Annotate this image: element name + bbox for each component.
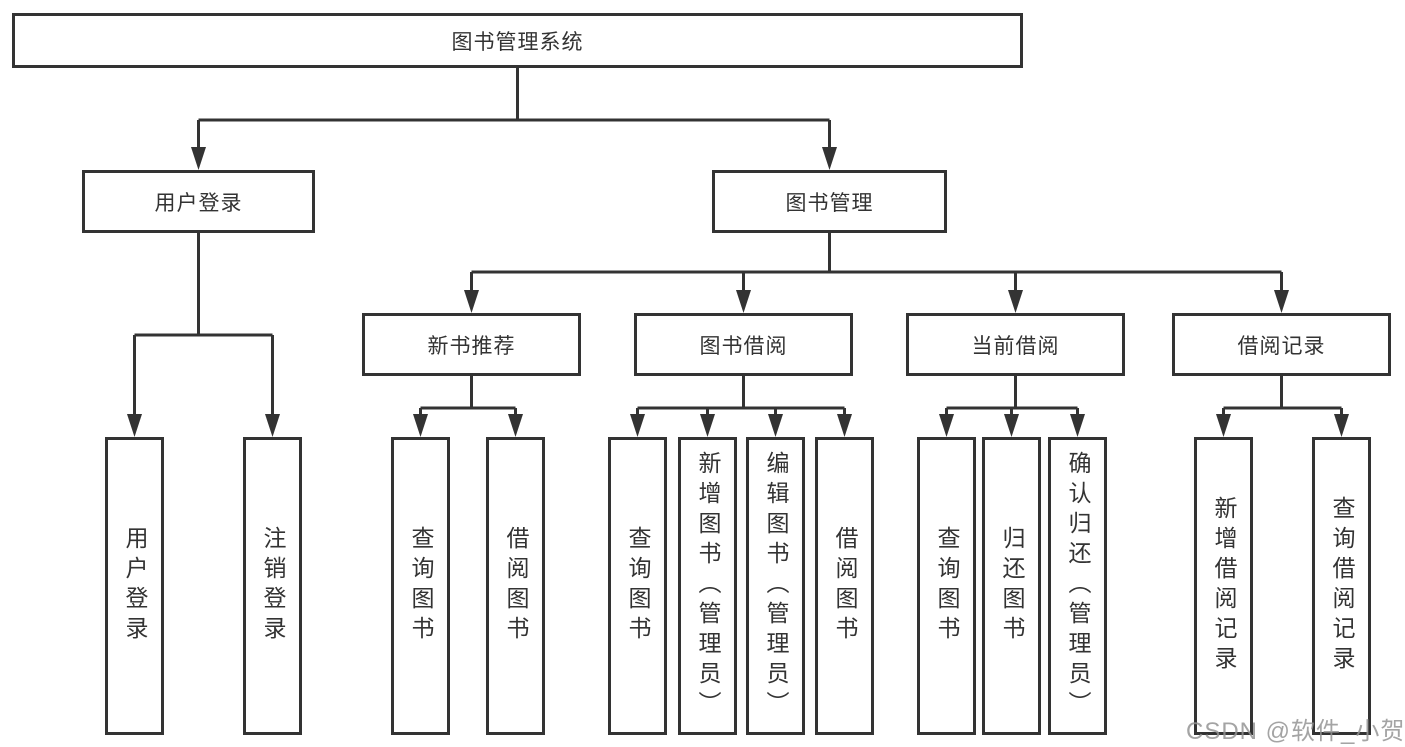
leaf-query-books-3: 查询图书 — [917, 437, 976, 735]
leaf-add-book-admin: 新增图书（管理员） — [678, 437, 737, 735]
node-label: 编辑图书（管理员） — [763, 451, 789, 721]
node-label: 查询借阅记录 — [1329, 496, 1355, 676]
node-label: 确认归还（管理员） — [1065, 451, 1091, 721]
node-label: 查询图书 — [408, 526, 434, 646]
node-book-management-branch: 图书管理 — [712, 170, 947, 233]
leaf-query-books-2: 查询图书 — [608, 437, 667, 735]
node-current-borrowing: 当前借阅 — [906, 313, 1125, 376]
leaf-edit-book-admin: 编辑图书（管理员） — [746, 437, 805, 735]
node-label: 图书管理 — [785, 191, 874, 215]
node-library-management-system: 图书管理系统 — [12, 13, 1023, 68]
leaf-borrow-books-1: 借阅图书 — [486, 437, 545, 735]
leaf-add-borrow-record: 新增借阅记录 — [1194, 437, 1253, 735]
node-new-book-recommend: 新书推荐 — [362, 313, 581, 376]
node-label: 注销登录 — [260, 526, 286, 646]
node-label: 用户登录 — [122, 526, 148, 646]
node-label: 用户登录 — [154, 191, 243, 215]
node-user-login-branch: 用户登录 — [82, 170, 315, 233]
leaf-return-books: 归还图书 — [982, 437, 1041, 735]
node-label: 借阅图书 — [503, 526, 529, 646]
node-label: 查询图书 — [625, 526, 651, 646]
node-book-borrowing: 图书借阅 — [634, 313, 853, 376]
leaf-logout: 注销登录 — [243, 437, 302, 735]
node-label: 新增借阅记录 — [1211, 496, 1237, 676]
node-label: 图书管理系统 — [451, 30, 584, 54]
csdn-watermark: CSDN @软件_小贺同学 — [1186, 718, 1405, 745]
node-label: 借阅记录 — [1237, 334, 1326, 358]
node-label: 当前借阅 — [971, 334, 1060, 358]
leaf-confirm-return-admin: 确认归还（管理员） — [1048, 437, 1107, 735]
node-label: 新增图书（管理员） — [695, 451, 721, 721]
node-label: 新书推荐 — [427, 334, 516, 358]
leaf-query-borrow-record: 查询借阅记录 — [1312, 437, 1371, 735]
node-label: 归还图书 — [999, 526, 1025, 646]
leaf-query-books-1: 查询图书 — [391, 437, 450, 735]
leaf-borrow-books-2: 借阅图书 — [815, 437, 874, 735]
node-label: 查询图书 — [934, 526, 960, 646]
node-label: 图书借阅 — [699, 334, 788, 358]
leaf-user-login: 用户登录 — [105, 437, 164, 735]
node-label: 借阅图书 — [832, 526, 858, 646]
node-borrowing-records: 借阅记录 — [1172, 313, 1391, 376]
